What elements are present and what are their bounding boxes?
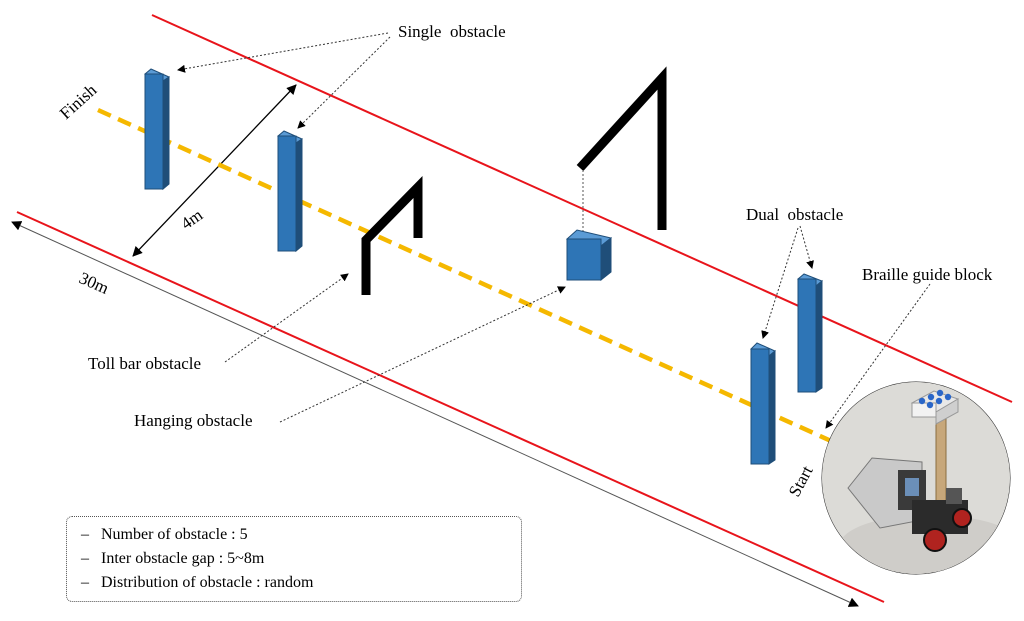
- single-obstacle-1: [144, 68, 171, 191]
- dual-obstacle-label: Dual obstacle: [746, 205, 843, 224]
- experiment-conditions-box: –Number of obstacle : 5 –Inter obstacle …: [66, 516, 522, 602]
- width-label: 4m: [177, 205, 206, 233]
- condition-text: Inter obstacle gap : 5~8m: [101, 550, 265, 567]
- braille-guide-block-label: Braille guide block: [862, 265, 993, 284]
- condition-item: –Distribution of obstacle : random: [81, 571, 521, 595]
- braille-guide-path: [97, 107, 841, 448]
- dual-obstacle-front: [750, 342, 776, 465]
- single-obstacle-callout-1: [177, 32, 389, 73]
- condition-bullet: –: [81, 574, 89, 591]
- single-obstacle-label: Single obstacle: [398, 22, 506, 41]
- toll-bar-obstacle: [361, 175, 423, 295]
- toll-bar-obstacle-label: Toll bar obstacle: [88, 354, 201, 373]
- start-label: Start: [785, 462, 817, 500]
- length-label: 30m: [76, 268, 111, 298]
- condition-bullet: –: [81, 550, 89, 567]
- hanging-obstacle-label: Hanging obstacle: [134, 411, 253, 430]
- braille-block-callout: [825, 283, 931, 429]
- finish-label: Finish: [56, 80, 101, 123]
- upper-boundary-line: [151, 14, 1013, 403]
- condition-item: –Inter obstacle gap : 5~8m: [81, 547, 521, 571]
- condition-text: Number of obstacle : 5: [101, 526, 248, 543]
- length-dimension-arrow: [11, 221, 859, 607]
- dual-obstacle-callout-2: [761, 227, 799, 339]
- hanging-obstacle-callout: [279, 286, 566, 423]
- hanging-obstacle-box: [565, 229, 613, 282]
- hanging-obstacle-frame: [576, 66, 667, 232]
- dual-obstacle-back: [797, 273, 823, 393]
- dual-obstacle-callout-1: [799, 225, 814, 269]
- single-obstacle-2: [277, 130, 304, 253]
- condition-text: Distribution of obstacle : random: [101, 574, 314, 591]
- toll-bar-callout: [224, 273, 349, 363]
- width-dimension-arrow: [132, 84, 297, 257]
- single-obstacle-callout-2: [297, 36, 391, 129]
- condition-bullet: –: [81, 526, 89, 543]
- robot-photo: [821, 381, 1011, 575]
- condition-item: –Number of obstacle : 5: [81, 523, 521, 547]
